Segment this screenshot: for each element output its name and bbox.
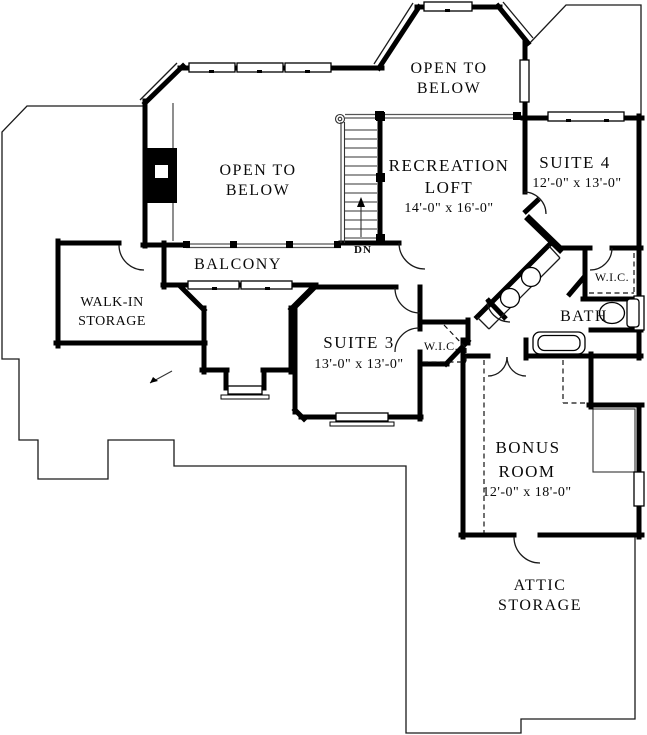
door-swings: [118, 191, 613, 564]
room-dims-recreation-loft: 14'-0" x 16'-0": [404, 201, 493, 216]
room-label-recreation-loft-2: LOFT: [425, 178, 474, 197]
room-label-open-below-left-1: OPEN TO: [219, 162, 296, 179]
loft-railing: [345, 111, 521, 120]
room-label-open-below-right-1: OPEN TO: [410, 60, 487, 77]
stairs-dn-label: DN: [354, 244, 372, 256]
room-label-wic-suite-4: W.I.C.: [595, 270, 629, 284]
room-label-walkin-storage-2: STORAGE: [78, 314, 146, 329]
roof-outline: [1, 4, 642, 734]
room-label-open-below-left-2: BELOW: [226, 182, 290, 199]
room-label-recreation-loft-1: RECREATION: [389, 156, 510, 175]
room-label-balcony: BALCONY: [194, 256, 282, 273]
room-label-bonus-room-1: BONUS: [495, 438, 560, 457]
bathtub-icon: [532, 331, 586, 355]
room-dims-suite-3: 13'-0" x 13'-0": [314, 357, 403, 372]
room-label-open-below-right-2: BELOW: [417, 80, 481, 97]
room-label-walkin-storage-1: WALK-IN: [80, 295, 143, 310]
dashed-lines: [423, 253, 635, 533]
room-dims-suite-4: 12'-0" x 13'-0": [532, 176, 621, 191]
windows: [139, 1, 645, 507]
room-dims-bonus-room: 12'-0" x 18'-0": [482, 485, 571, 500]
room-label-bath: BATH: [560, 308, 608, 325]
room-label-bonus-room-2: ROOM: [498, 462, 555, 481]
toilet-icon: [598, 298, 640, 328]
fireplace-icon: [144, 103, 177, 241]
room-label-suite-4: SUITE 4: [539, 153, 610, 172]
room-label-suite-3: SUITE 3: [323, 333, 394, 352]
vanity-sinks-icon: [476, 245, 561, 330]
stairs: [334, 112, 385, 243]
room-label-attic-storage-2: STORAGE: [498, 597, 582, 614]
room-label-attic-storage-1: ATTIC: [514, 577, 567, 594]
room-label-wic-suite-3: W.I.C.: [424, 339, 458, 353]
balcony-railing: [183, 241, 341, 249]
